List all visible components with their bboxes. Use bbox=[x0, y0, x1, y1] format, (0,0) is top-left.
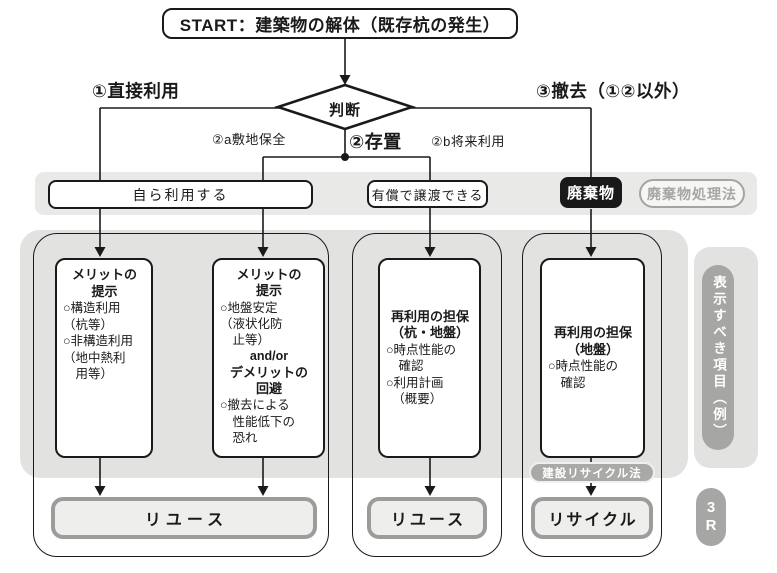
start-label: START：建築物の解体（既存杭の発生） bbox=[179, 16, 501, 35]
three-r-label: 3R bbox=[702, 499, 720, 535]
box3-body: ○時点性能の 確認 ○利用計画 （概要） bbox=[386, 342, 457, 407]
branch-preserve-site-label: ②a敷地保全 bbox=[212, 132, 286, 147]
box2-title2: デメリットの 回避 bbox=[229, 364, 308, 397]
detail-box-reuse-guarantee-ground: 再利用の担保 （地盤） ○時点性能の 確認 bbox=[540, 258, 645, 458]
box2-body1: ○地盤安定 （液状化防 止等） bbox=[220, 300, 283, 348]
box1-body: ○構造利用 （杭等） ○非構造利用 （地中熱利 用等） bbox=[63, 301, 134, 381]
outcome-reuse-1: リユース bbox=[51, 497, 317, 539]
box2-body2: ○撤去による 性能低下の 恐れ bbox=[220, 398, 296, 445]
display-items-label: 表示すべき項目（例） bbox=[711, 275, 726, 440]
branch-direct-use-label: ①直接利用 bbox=[92, 81, 180, 101]
box4-body: ○時点性能の 確認 bbox=[548, 359, 619, 390]
box4-title: 再利用の担保 （地盤） bbox=[553, 325, 632, 357]
three-r-pill: 3R bbox=[696, 488, 726, 546]
start-node: START：建築物の解体（既存杭の発生） bbox=[162, 8, 518, 39]
outcome-reuse-1-label: リユース bbox=[144, 512, 229, 529]
box2-andor: and/or bbox=[249, 349, 289, 364]
recycle-law-label: 建設リサイクル法 bbox=[542, 467, 642, 480]
box3-title: 再利用の担保 （杭・地盤） bbox=[390, 308, 469, 341]
container-reuse-2 bbox=[352, 233, 502, 557]
container-recycle bbox=[522, 233, 662, 557]
decision-label: 判断 bbox=[328, 102, 361, 119]
waste-node: 廃棄物 bbox=[560, 177, 622, 208]
transfer-label: 有償で譲渡できる bbox=[371, 187, 484, 203]
box2-title: メリットの 提示 bbox=[236, 267, 302, 299]
junction-dot bbox=[341, 153, 349, 161]
self-use-node: 自ら利用する bbox=[48, 180, 313, 209]
branch-preserve-future-label: ②b将来利用 bbox=[431, 134, 505, 149]
self-use-label: 自ら利用する bbox=[132, 186, 229, 203]
branch-removal-label: ③撤去（①②以外） bbox=[536, 81, 690, 101]
outcome-recycle: リサイクル bbox=[531, 497, 653, 539]
detail-box-ground-stability: メリットの 提示 ○地盤安定 （液状化防 止等） and/or デメリットの 回… bbox=[212, 258, 325, 458]
transfer-node: 有償で譲渡できる bbox=[367, 180, 488, 208]
waste-label: 廃棄物 bbox=[566, 185, 615, 202]
waste-law-label: 廃棄物処理法 bbox=[647, 185, 737, 202]
container-reuse-1 bbox=[33, 233, 329, 557]
detail-box-structural-use: メリットの 提示 ○構造利用 （杭等） ○非構造利用 （地中熱利 用等） bbox=[55, 258, 153, 458]
waste-law-badge: 廃棄物処理法 bbox=[639, 179, 745, 208]
recycle-law-badge: 建設リサイクル法 bbox=[529, 462, 655, 483]
outcome-reuse-2: リユース bbox=[367, 497, 487, 539]
branch-preserve-label: ②存置 bbox=[349, 132, 402, 152]
display-items-pill: 表示すべき項目（例） bbox=[702, 265, 734, 450]
outcome-recycle-label: リサイクル bbox=[548, 512, 638, 529]
detail-box-reuse-guarantee-pile: 再利用の担保 （杭・地盤） ○時点性能の 確認 ○利用計画 （概要） bbox=[378, 258, 481, 458]
outcome-reuse-2-label: リユース bbox=[390, 512, 467, 529]
decision-diamond bbox=[273, 83, 417, 131]
arrowheads bbox=[94, 75, 597, 496]
box1-title: メリットの 提示 bbox=[71, 267, 137, 299]
